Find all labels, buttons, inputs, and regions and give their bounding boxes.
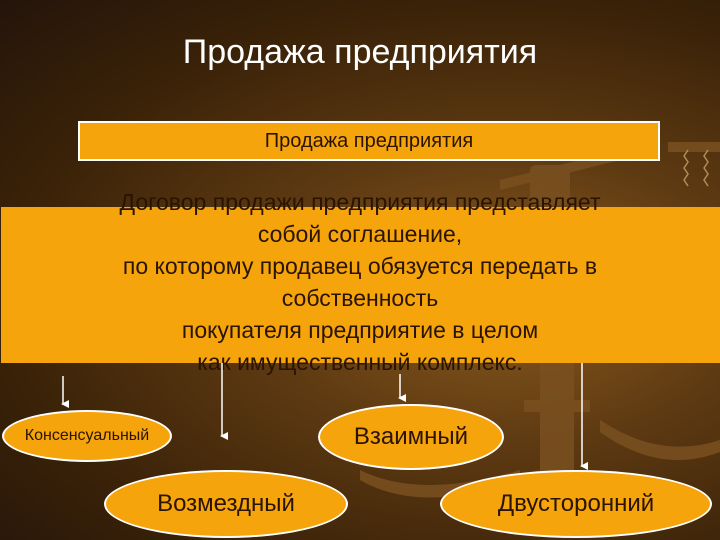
definition-box — [1, 207, 720, 363]
slide-title: Продажа предприятия — [182, 33, 538, 71]
bilateral-label: Двусторонний — [497, 490, 655, 517]
mutual-oval: Взаимный — [318, 404, 504, 470]
consensual-label: Консенсуальный — [24, 427, 150, 444]
mutual-label: Взаимный — [353, 423, 469, 450]
topic-banner: Продажа предприятия — [78, 121, 660, 161]
paid-oval: Возмездный — [104, 470, 348, 538]
definition-text: Договор продажи предприятия представляет… — [119, 189, 601, 375]
consensual-oval: Консенсуальный — [2, 410, 172, 462]
paid-label: Возмездный — [157, 490, 295, 517]
bilateral-oval: Двусторонний — [440, 470, 712, 538]
